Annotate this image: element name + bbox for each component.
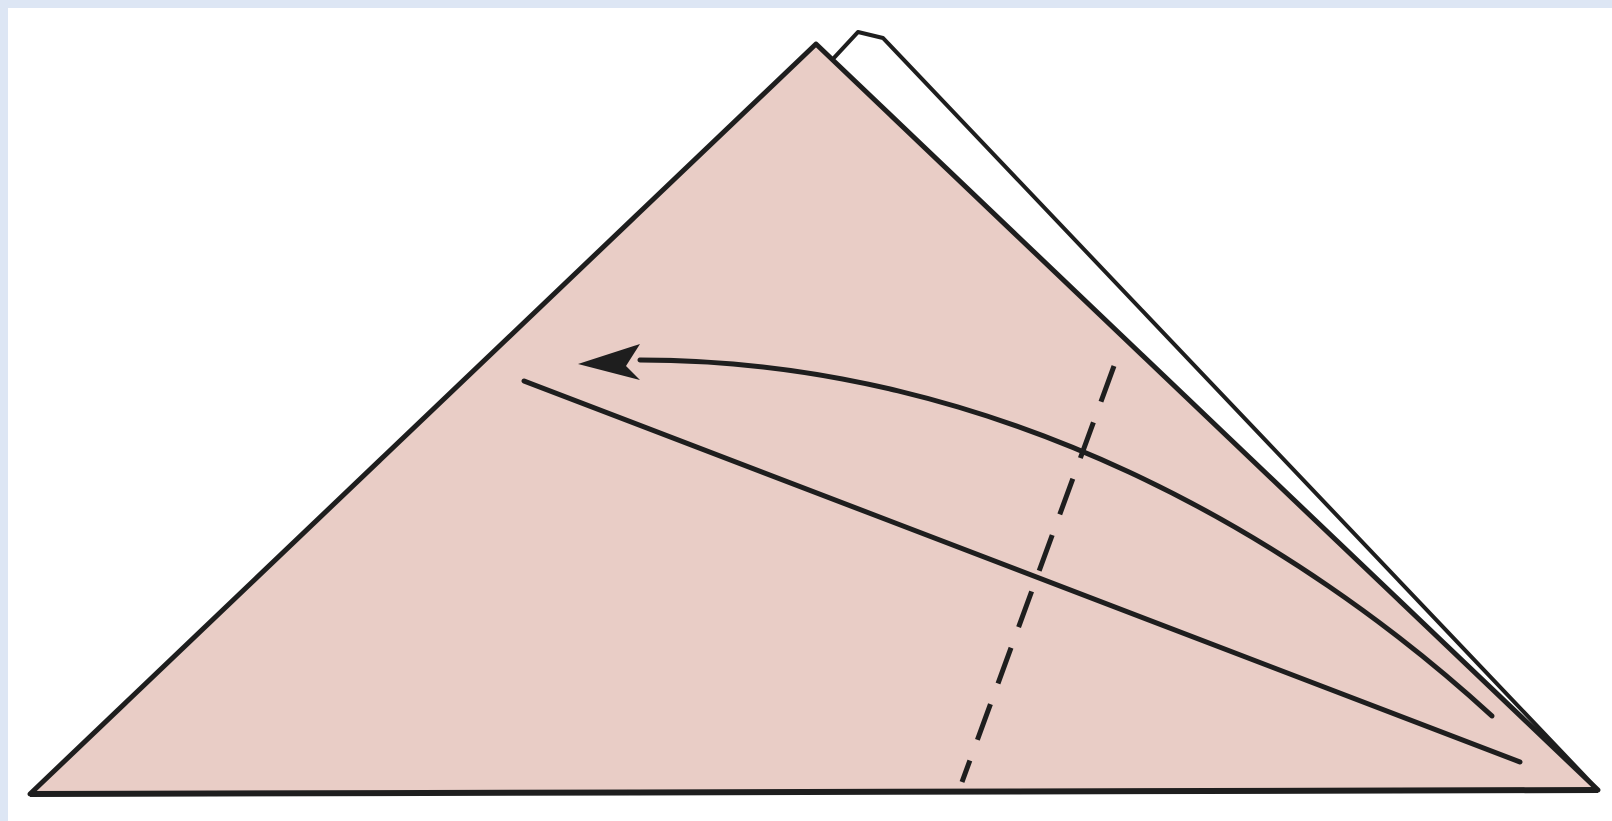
bottom-edge [30,790,1598,794]
front-paper-triangle [30,44,1598,794]
